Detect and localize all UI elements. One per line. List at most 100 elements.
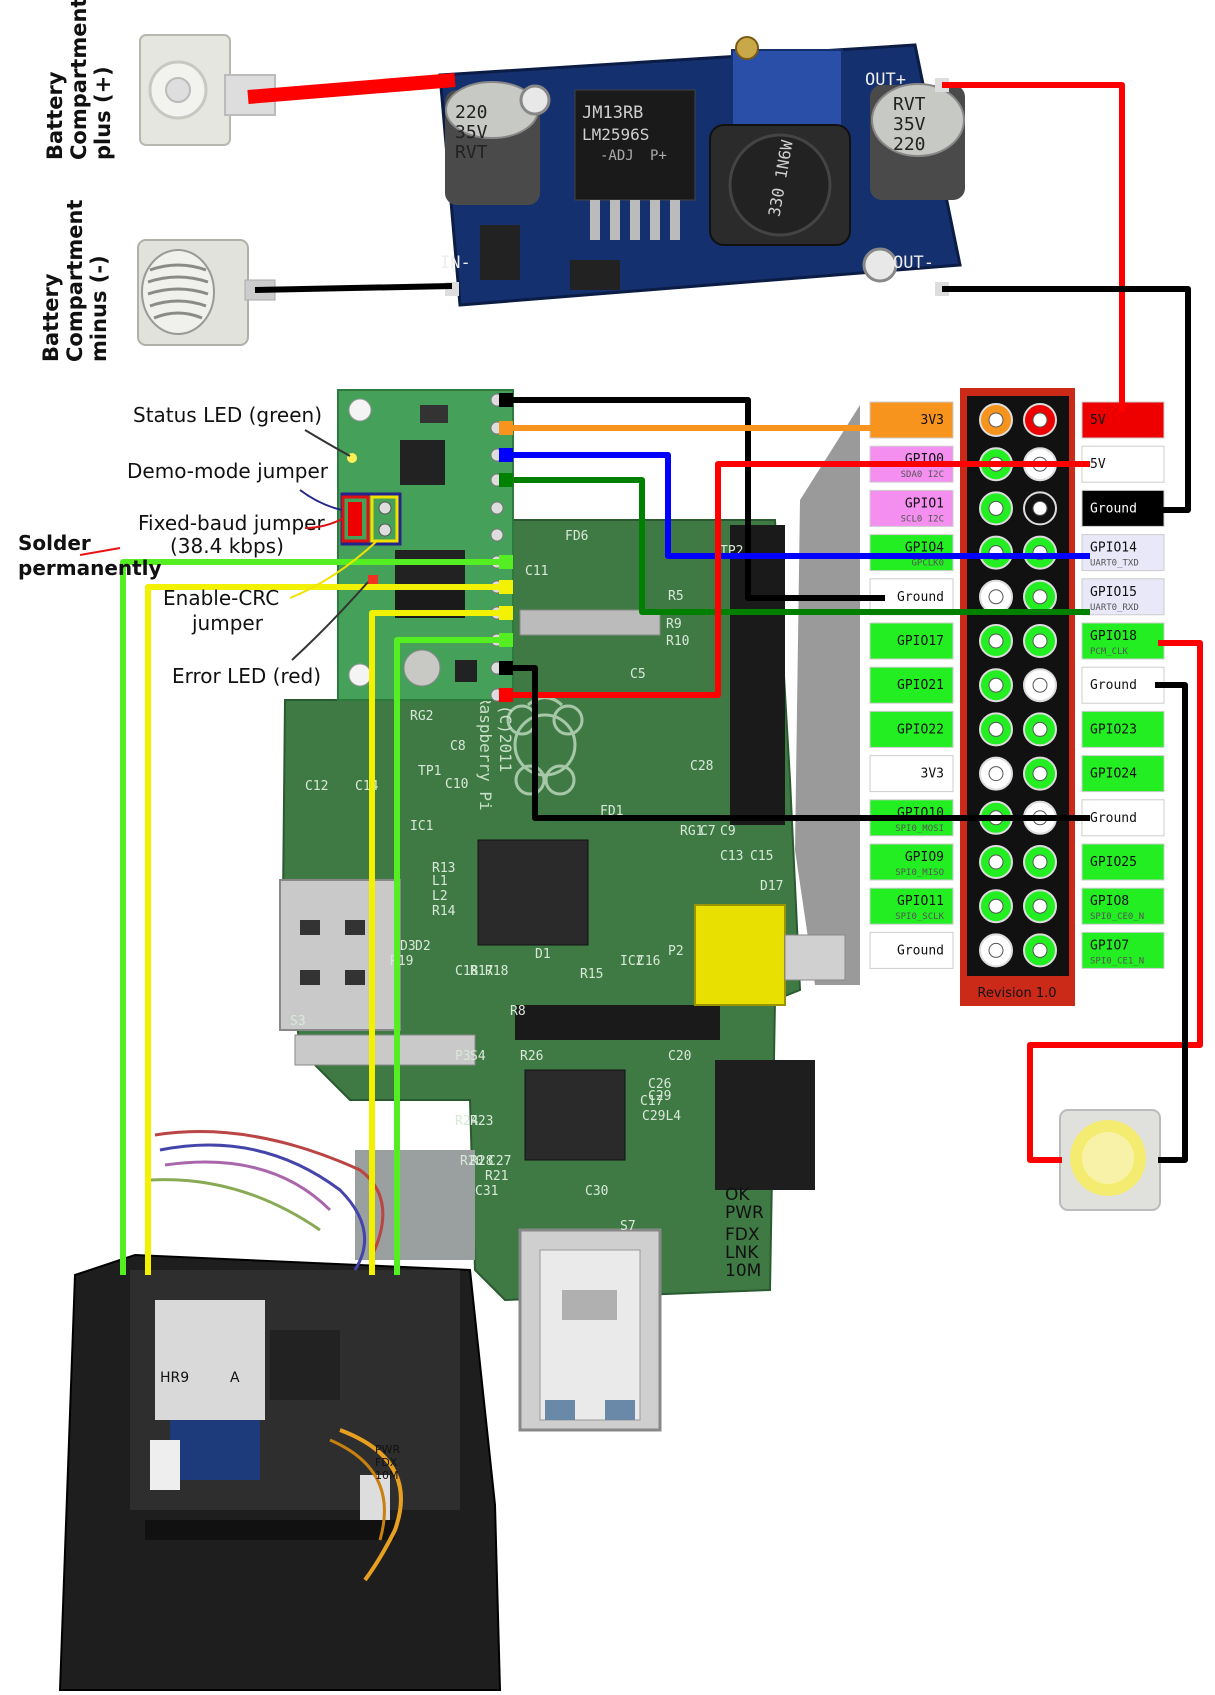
pi-silk-label: C29L4 — [642, 1109, 681, 1124]
wire-motor-lime-1 — [120, 559, 505, 1275]
pi-status-led-fdx: FDX — [725, 1225, 760, 1245]
pi-silk-label: R5 — [668, 589, 684, 604]
capacitor-right: RVT 35V 220 — [870, 83, 965, 200]
pi-silk-label: S7 — [620, 1219, 636, 1234]
gpio-left-label-box — [869, 401, 954, 439]
gpio-right-label: GPIO14 — [1090, 541, 1137, 556]
out-minus-label: OUT- — [893, 253, 934, 273]
svg-text:-ADJ: -ADJ — [600, 148, 634, 164]
gpio-right-label-box — [1081, 887, 1165, 925]
wire-regulator-out-plus — [942, 82, 1125, 412]
pi-logo-text-1: Raspberry Pi — [476, 695, 495, 811]
gpio-right-label-box — [1081, 666, 1165, 704]
pi-silk-label: C13 — [720, 849, 743, 864]
svg-text:RVT: RVT — [455, 142, 488, 163]
gpio-right-label: GPIO15 — [1090, 585, 1137, 600]
gpio-left-sublabel: GPCLK0 — [911, 559, 944, 569]
gpio-left-label: GPIO4 — [905, 541, 944, 556]
gpio-right-sublabel: UART0_TXD — [1090, 559, 1139, 569]
gpio-right-label: GPIO24 — [1090, 767, 1137, 782]
potentiometer — [731, 36, 843, 136]
gpio-left-label: GPIO11 — [897, 894, 944, 909]
capacitor-left: 220 35V RVT — [445, 81, 540, 205]
gpio-right-label: GPIO25 — [1090, 855, 1137, 870]
gpio-right-label: 5V — [1090, 413, 1106, 428]
revision-label: Revision 1.0 — [977, 986, 1056, 1001]
gpio-right-sublabel: SPI0_CE0_N — [1090, 912, 1144, 922]
svg-text:220: 220 — [455, 102, 488, 123]
gpio-right-label: GPIO23 — [1090, 722, 1137, 737]
gpio-pin-center — [1032, 766, 1048, 782]
enable-crc-label-1: Enable-CRC — [163, 586, 279, 610]
pi-silk-label: R28 — [470, 1154, 493, 1169]
pi-silk-label: C17 — [640, 1094, 663, 1109]
rca-jack — [694, 904, 846, 1006]
pi-silk-label: C29 — [648, 1089, 671, 1104]
pi-silk-label: P2 — [668, 944, 684, 959]
gpio-left-label-box — [869, 931, 954, 969]
usb-port — [518, 1228, 662, 1432]
pi-silk-label: TP1 — [418, 764, 441, 779]
pi-silk-label: IC1 — [410, 819, 433, 834]
gpio-pin-center — [988, 633, 1004, 649]
battery-plus-terminal — [139, 34, 276, 146]
gpio-left-sublabel: SPI0_SCLK — [895, 912, 944, 922]
robot-board-text-3: PWR — [375, 1443, 401, 1456]
pi-silk-label: RG2 — [410, 709, 433, 724]
pi-silk-label: R15 — [580, 967, 603, 982]
pi-silk-label: R18 — [485, 964, 508, 979]
gpio-pin-center — [988, 677, 1004, 693]
enable-crc-label-2: jumper — [191, 611, 264, 635]
motor-controller-board — [337, 389, 514, 702]
gpio-pin-center — [1032, 721, 1048, 737]
pi-silk-label: D1 — [535, 947, 551, 962]
wire-ctrl-ground — [500, 397, 885, 601]
gpio-pin-center — [988, 412, 1004, 428]
pi-silk-label: R21 — [485, 1169, 508, 1184]
gpio-right-label-box — [1081, 489, 1165, 527]
gpio-left-label: GPIO1 — [905, 496, 944, 511]
pi-silk-label: R26 — [520, 1049, 543, 1064]
gpio-pin-center — [1032, 633, 1048, 649]
gpio-left-label: 3V3 — [921, 413, 944, 428]
gpio-right-label: GPIO18 — [1090, 629, 1137, 644]
robot-board-text-5: 10M — [375, 1469, 399, 1482]
audio-jack — [715, 1060, 815, 1190]
pi-silk-label: C14 — [355, 779, 379, 794]
gpio-right-labels: 5V5VGroundGPIO14UART0_TXDGPIO15UART0_RXD… — [1081, 401, 1165, 969]
wire-ctrl-tx — [500, 477, 1090, 615]
pi-silk-label: C7 — [700, 824, 716, 839]
mount-hole-left — [519, 84, 551, 116]
gpio-right-sublabel: SPI0_CE1_N — [1090, 956, 1144, 966]
gpio-left-label-box — [869, 755, 954, 793]
pi-silk-label: C26 — [648, 1077, 671, 1092]
pi-silk-label: IC2 — [620, 954, 643, 969]
solder-label-2: permanently — [18, 556, 162, 580]
pi-silk-label: C20 — [668, 1049, 691, 1064]
gpio-left-sublabel: SPI0_MISO — [895, 868, 944, 878]
battery-minus-label: Battery Compartment minus (-) — [39, 192, 111, 362]
out-plus-label: OUT+ — [865, 70, 906, 90]
gpio-left-label-box — [869, 887, 954, 925]
gpio-left-label-box — [869, 622, 954, 660]
pi-silk-label: C10 — [445, 777, 468, 792]
fixed-baud-label-1: Fixed-baud jumper — [138, 511, 325, 535]
hdmi-port — [279, 879, 401, 1031]
svg-text:LM2596S: LM2596S — [582, 125, 649, 144]
mount-hole-right — [862, 247, 898, 283]
gpio-pin-center — [988, 942, 1004, 958]
board-gpio-header — [730, 525, 785, 825]
wire-ctrl-rx — [500, 452, 1090, 559]
gpio-pin-center — [1032, 942, 1048, 958]
gpio-pin-center — [1032, 898, 1048, 914]
pi-silk-label: P3 — [455, 1049, 471, 1064]
gpio-pins — [979, 403, 1057, 968]
controller-capacitor — [403, 649, 441, 687]
gpio-pin-center — [988, 721, 1004, 737]
gpio-right-label-box — [1081, 534, 1165, 572]
gpio-left-label: GPIO9 — [905, 850, 944, 865]
pi-status-led-10m: 10M — [725, 1261, 761, 1281]
error-led-dot — [368, 575, 378, 585]
